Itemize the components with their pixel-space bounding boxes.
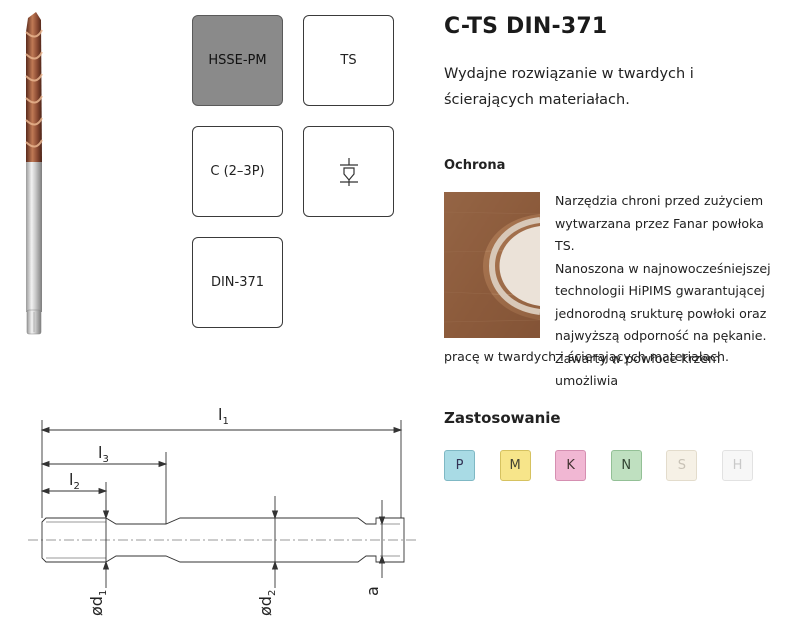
tile-chamfer[interactable]: C (2–3P) — [192, 126, 283, 217]
product-title: C-TS DIN-371 — [444, 14, 608, 39]
dim-a: a — [363, 586, 382, 596]
protection-line-last: pracę w twardych i ścierających materiał… — [444, 349, 730, 364]
protection-line: Nanoszona w najnowocześniejszej — [555, 260, 771, 276]
protection-line: wytwarzana przez Fanar powłoka TS. — [555, 215, 764, 254]
material-group-badge[interactable]: M — [499, 450, 531, 481]
material-group-label: M — [509, 458, 521, 473]
protection-line: technologii HiPIMS gwarantującej — [555, 283, 765, 298]
protection-line: Zawarty w powłoce krzem umożliwia — [555, 350, 721, 389]
dim-l2: l2 — [69, 470, 80, 492]
tile-coating-label: TS — [340, 53, 357, 68]
application-heading: Zastosowanie — [444, 409, 561, 427]
technical-drawing: l1 l3 l2 ød1 ød2 a — [28, 405, 418, 616]
protection-line: jednorodną srukturę powłoki oraz — [555, 305, 767, 321]
dim-l3: l3 — [98, 443, 109, 465]
tile-standard[interactable]: DIN-371 — [192, 237, 283, 328]
tile-material-label: HSSE-PM — [208, 53, 267, 68]
tap-product-image — [25, 12, 43, 335]
material-group-badge[interactable]: P — [444, 450, 475, 481]
protection-line: Narzędzia chroni przed zużyciem — [555, 193, 764, 208]
material-group-label: S — [677, 458, 687, 473]
thread-profile-icon — [339, 157, 358, 186]
tile-material[interactable]: HSSE-PM — [192, 15, 283, 106]
coating-cross-section-image — [444, 192, 540, 338]
protection-line: najwyższą odporność na pękanie. — [555, 328, 767, 343]
material-group-label: H — [732, 458, 743, 473]
dim-d2: ød2 — [256, 590, 278, 616]
product-description: Wydajne rozwiązanie w twardych i ścieraj… — [444, 66, 694, 108]
material-group-label: P — [455, 458, 464, 473]
material-group-badge[interactable]: N — [610, 450, 642, 481]
dim-l1: l1 — [218, 405, 229, 427]
protection-heading: Ochrona — [444, 158, 506, 173]
dim-d1: ød1 — [87, 590, 109, 616]
material-group-badge[interactable]: H — [722, 450, 753, 481]
tile-thread-type[interactable] — [303, 126, 394, 217]
material-group-label: N — [621, 458, 632, 473]
tile-chamfer-label: C (2–3P) — [210, 164, 265, 179]
protection-text: Narzędzia chroni przed zużyciem wytwarza… — [555, 190, 777, 393]
material-group-label: K — [566, 458, 575, 473]
tile-standard-label: DIN-371 — [210, 275, 265, 290]
tile-coating[interactable]: TS — [303, 15, 394, 106]
material-group-badge[interactable]: S — [666, 450, 698, 481]
material-group-badge[interactable]: K — [555, 450, 587, 481]
